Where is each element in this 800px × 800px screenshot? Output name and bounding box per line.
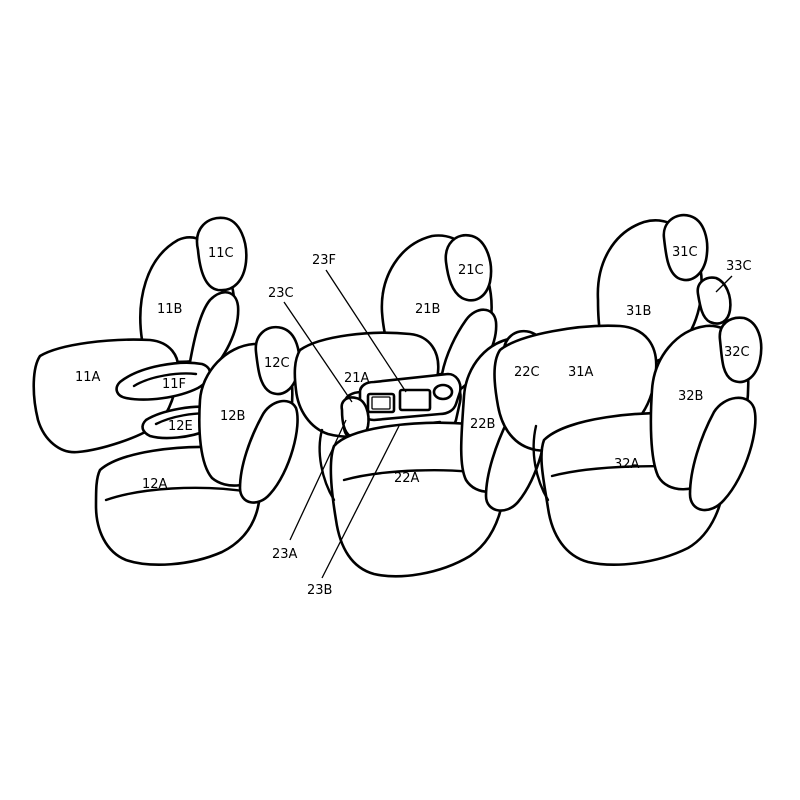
label-12e: 12E (168, 419, 193, 434)
part-labels: 11C 11B 11A 11F 12E 12C 12B 12A 23F 23C … (75, 245, 752, 598)
label-31a: 31A (568, 365, 594, 380)
seat-11 (32, 216, 248, 454)
part-23f-tray-right (398, 388, 432, 412)
label-22b: 22B (470, 417, 495, 432)
part-32a-cushion-front (532, 424, 550, 502)
label-23c: 23C (268, 286, 294, 301)
leader-lines (283, 269, 733, 579)
label-21b: 21B (415, 302, 440, 317)
label-32c: 32C (724, 345, 750, 360)
part-32b-side-bolster (688, 396, 757, 512)
part-11f-armrest (115, 361, 212, 401)
part-32c-headrest (718, 316, 763, 384)
part-31c-headrest (662, 213, 709, 282)
seat-31-32 (493, 213, 763, 566)
seat-21 (293, 233, 498, 438)
part-23f-tray-left (366, 392, 396, 414)
part-33c-headrest (696, 276, 732, 325)
label-32a: 32A (614, 457, 640, 472)
part-23f-cup-holder (432, 383, 454, 401)
label-12a: 12A (142, 477, 168, 492)
label-32b: 32B (678, 389, 703, 404)
leader-23a (289, 419, 347, 541)
label-23a: 23A (272, 547, 298, 562)
part-12a-cushion-seam (104, 486, 252, 502)
label-23b: 23B (307, 583, 332, 598)
seat-12 (94, 325, 301, 566)
label-11b: 11B (157, 302, 182, 317)
label-12c: 12C (264, 356, 290, 371)
part-23f-tray-left-inner (371, 396, 391, 410)
label-22c: 22C (514, 365, 540, 380)
label-11a: 11A (75, 370, 101, 385)
label-11f: 11F (162, 377, 186, 392)
label-33c: 33C (726, 259, 752, 274)
label-22a: 22A (394, 471, 420, 486)
label-31c: 31C (672, 245, 698, 260)
part-11f-armrest-detail (132, 372, 198, 388)
leader-23c (283, 301, 353, 403)
leader-23f (325, 269, 407, 393)
label-12b: 12B (220, 409, 245, 424)
label-21c: 21C (458, 263, 484, 278)
label-21a: 21A (344, 371, 370, 386)
part-12b-side-bolster (238, 399, 299, 504)
part-21c-headrest (444, 233, 493, 302)
label-11c: 11C (208, 246, 234, 261)
leader-33c (715, 275, 733, 293)
leader-23b (321, 423, 401, 579)
label-31b: 31B (626, 304, 651, 319)
part-21b-side-bolster (439, 308, 498, 394)
label-23f: 23F (312, 253, 336, 268)
part-11c-headrest (195, 216, 248, 292)
part-22a-cushion-front (318, 428, 336, 502)
